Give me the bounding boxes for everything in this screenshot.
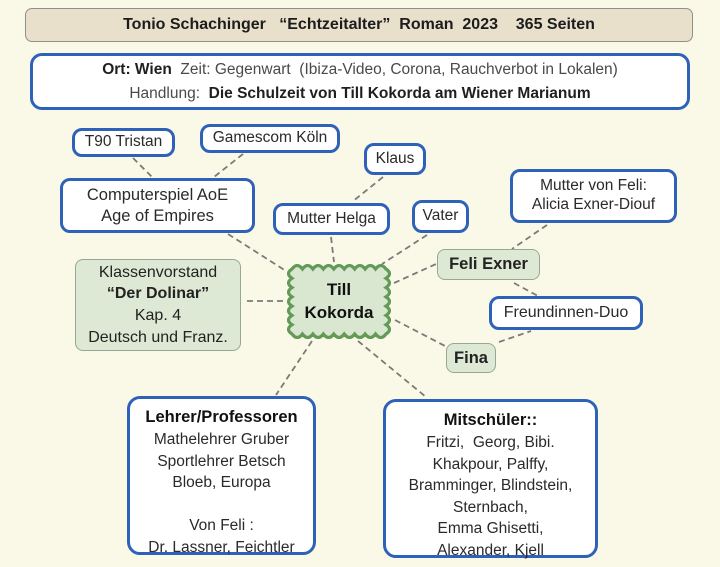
lehrer-line: Von Feli :	[189, 517, 254, 534]
node-label-line1: Klassenvorstand	[98, 263, 218, 281]
node-label: Freundinnen-Duo	[503, 304, 629, 322]
stamp-border-icon	[287, 264, 391, 339]
node-label-line4: Deutsch und Franz.	[88, 328, 228, 346]
setting-info-box: Ort: Wien Zeit: Gegenwart (Ibiza-Video, …	[30, 53, 690, 110]
lehrer-line: Bloeb, Europa	[172, 474, 271, 491]
mitschueler-box: Mitschüler:: Fritzi, Georg, Bibi. Khakpo…	[383, 399, 598, 559]
node-mutter-helga: Mutter Helga	[273, 203, 390, 235]
node-t90-tristan: T90 Tristan	[72, 128, 175, 157]
mitschueler-line: Fritzi, Georg, Bibi.	[426, 434, 555, 451]
node-fina: Fina	[446, 343, 496, 373]
lehrer-line: Sportlehrer Betsch	[157, 452, 286, 470]
book-title-bar: Tonio Schachinger “Echtzeitalter” Roman …	[25, 8, 693, 42]
mitschueler-line: Sternbach,	[453, 498, 528, 516]
node-label-line1: Mutter von Feli:	[540, 177, 647, 195]
lehrer-line: Dr. Lassner, Feichtler	[148, 538, 295, 556]
lehrer-professoren-box: Lehrer/Professoren Mathelehrer Gruber Sp…	[127, 396, 316, 556]
node-label-line2: Age of Empires	[101, 206, 214, 225]
node-label: T90 Tristan	[84, 133, 163, 151]
node-freundinnen-duo: Freundinnen-Duo	[489, 296, 643, 330]
node-label: Klaus	[375, 149, 415, 167]
node-feli-exner: Feli Exner	[437, 249, 540, 280]
central-label-line1: Till	[326, 280, 352, 300]
node-label-line2: “Der Dolinar”	[106, 285, 210, 303]
node-computerspiel-aoe: Computerspiel AoE Age of Empires	[60, 178, 255, 233]
ort-label: Ort: Wien	[102, 60, 172, 78]
lehrer-box-title: Lehrer/Professoren	[145, 408, 298, 426]
setting-line: Ort: Wien Zeit: Gegenwart (Ibiza-Video, …	[102, 58, 618, 82]
mitschueler-line: Bramminger, Blindstein,	[408, 477, 573, 494]
node-label: Feli Exner	[449, 255, 528, 274]
book-title-text: Tonio Schachinger “Echtzeitalter” Roman …	[123, 16, 595, 33]
handlung-label: Handlung:	[129, 84, 209, 102]
node-label-line1: Computerspiel AoE	[86, 186, 229, 205]
handlung-text: Die Schulzeit von Till Kokorda am Wiener…	[208, 84, 591, 102]
node-label: Fina	[454, 348, 488, 367]
node-label-line2: Alicia Exner-Diouf	[531, 196, 656, 213]
node-till-kokorda-central: Till Kokorda	[287, 264, 391, 339]
node-label: Gamescom Köln	[212, 129, 328, 147]
node-klaus: Klaus	[364, 143, 426, 175]
node-label-line3: Kap. 4	[134, 307, 182, 324]
node-klassenvorstand: Klassenvorstand “Der Dolinar” Kap. 4 Deu…	[75, 259, 241, 351]
node-gamescom-koeln: Gamescom Köln	[200, 124, 340, 153]
central-label-line2: Kokorda	[304, 302, 374, 322]
mitschueler-line: Khakpour, Palffy,	[432, 455, 549, 473]
node-vater: Vater	[412, 200, 469, 233]
lehrer-line: Mathelehrer Gruber	[153, 431, 290, 448]
node-label: Vater	[422, 207, 459, 225]
handlung-line: Handlung: Die Schulzeit von Till Kokorda…	[129, 82, 590, 106]
mitschueler-line: Alexander, Kjell	[437, 541, 544, 559]
lehrer-line-spacer	[130, 494, 313, 516]
node-mutter-von-feli: Mutter von Feli: Alicia Exner-Diouf	[510, 169, 677, 223]
zeit-text: Zeit: Gegenwart (Ibiza-Video, Corona, Ra…	[171, 60, 618, 78]
mitschueler-box-title: Mitschüler::	[443, 411, 538, 429]
node-label: Mutter Helga	[287, 209, 376, 227]
mitschueler-line: Emma Ghisetti,	[437, 520, 544, 537]
